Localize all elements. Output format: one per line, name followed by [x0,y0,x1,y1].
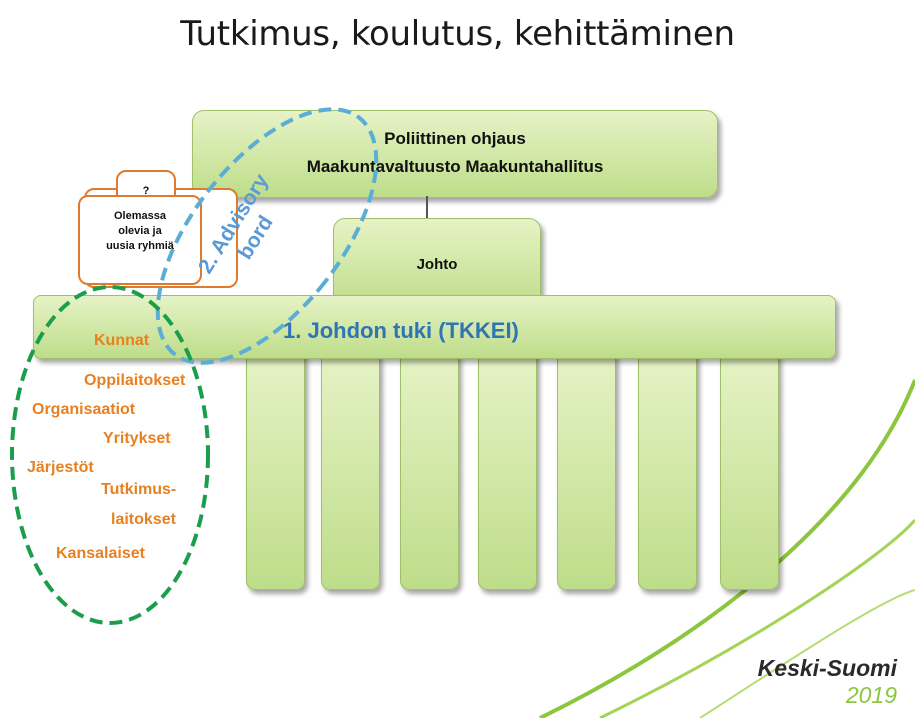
council-board-label: Maakuntavaltuusto Maakuntahallitus [306,157,604,176]
brand-year: 2019 [845,682,897,708]
unit-column [321,350,380,590]
stakeholder-tutkimus: Tutkimus- [101,481,177,498]
unit-column [478,350,537,590]
connector-line [426,196,428,218]
unit-column [557,350,616,590]
stakeholder-yritykset: Yritykset [103,430,171,447]
brand-name: Keski-Suomi [757,655,897,681]
question-mark: ? [142,184,150,197]
management-box: Johto [333,218,541,310]
political-steering-label: Poliittinen ohjaus [384,129,526,148]
stakeholder-jarjestot: Järjestöt [27,459,94,476]
advisory-ellipse [155,107,379,365]
stakeholder-kansalaiset: Kansalaiset [56,545,145,562]
stakeholder-oppilaitokset: Oppilaitokset [84,372,186,389]
unit-column [400,350,459,590]
unit-column [720,350,779,590]
stakeholder-kunnat: Kunnat [94,332,150,349]
management-label: Johto [416,255,458,273]
groups-line-3: uusia ryhmiä [106,240,174,252]
unit-column [246,350,305,590]
political-steering-box: Poliittinen ohjaus Maakuntavaltuusto Maa… [192,110,718,198]
stakeholder-ellipse [10,285,210,625]
page-title: Tutkimus, koulutus, kehittäminen [180,14,735,54]
management-support-label: 1. Johdon tuki (TKKEI) [283,318,519,343]
stakeholder-laitokset: laitokset [111,511,176,528]
groups-line-2: olevia ja [118,225,162,237]
stakeholder-organisaatiot: Organisaatiot [32,401,136,418]
groups-box: Olemassa olevia ja uusia ryhmiä [78,195,202,285]
groups-line-1: Olemassa [114,210,166,222]
